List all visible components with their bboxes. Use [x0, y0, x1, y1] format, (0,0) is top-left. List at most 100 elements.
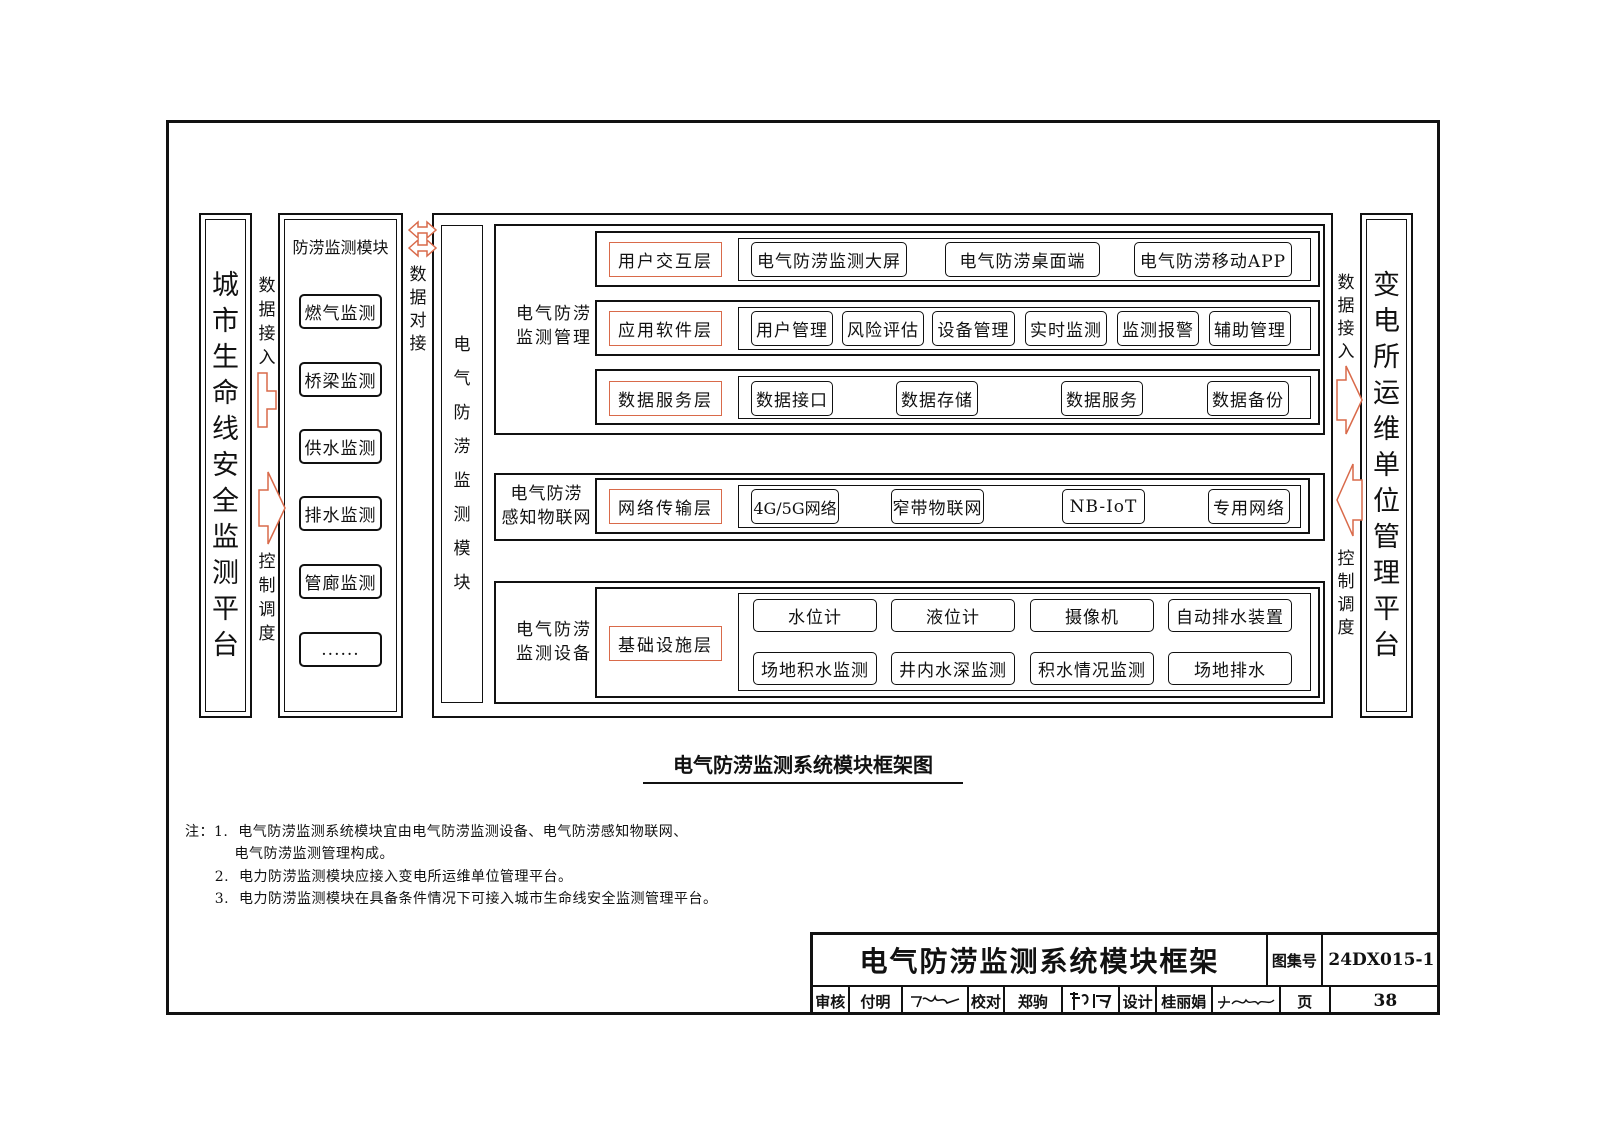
vertical-char: 据: [258, 299, 276, 320]
layer-data-service: 数据服务层: [609, 381, 722, 416]
left-arrow-left-icon: [1336, 463, 1363, 537]
vertical-char: 气: [453, 368, 471, 389]
vertical-char: 度: [258, 623, 276, 644]
vertical-char: 位: [1373, 486, 1400, 517]
reviewer-name: 付明: [850, 987, 904, 1015]
layer-item: 摄像机: [1030, 599, 1154, 632]
left-platform-label: 城市生命线安全监测平台: [205, 219, 246, 712]
page-label: 页: [1281, 987, 1331, 1015]
layer-row-user: [595, 231, 1320, 287]
vertical-char: 全: [212, 486, 239, 517]
signature-mark: [1217, 995, 1275, 1009]
layer-item: 设备管理: [932, 311, 1015, 346]
vertical-char: 电: [1373, 306, 1400, 337]
vertical-char: 运: [1373, 378, 1400, 409]
double-arrow-icon: [407, 220, 438, 240]
vertical-char: 数: [409, 265, 427, 285]
layer-item: 监测报警: [1117, 311, 1199, 346]
layer-row-infra: [595, 587, 1320, 698]
layer-item: 数据服务: [1061, 381, 1143, 416]
vertical-char: 管: [1373, 522, 1400, 553]
layer-item: 电气防涝监测大屏: [751, 242, 907, 277]
right-arrow-right-icon: [258, 471, 286, 545]
atlas-label: 图集号: [1268, 935, 1323, 985]
vertical-char: 单: [1373, 450, 1400, 481]
page-number: 38: [1373, 991, 1398, 1011]
management-label: 电气防涝 监测管理: [516, 304, 592, 348]
vertical-char: 模: [453, 538, 471, 559]
vertical-char: 线: [212, 414, 239, 445]
layer-item: 数据接口: [751, 381, 833, 416]
vertical-char: 涝: [453, 436, 471, 457]
right-control-label: 控制调度: [1335, 546, 1357, 642]
layer-item: 4G/5G网络: [751, 489, 839, 524]
layer-items-container: [738, 485, 1301, 528]
vertical-char: 对: [409, 311, 427, 331]
atlas-number: 24DX015-1: [1328, 950, 1435, 970]
layer-item: 场地积水监测: [753, 652, 877, 685]
note-line: 2. 电力防涝监测模块应接入变电所运维单位管理平台。: [185, 869, 573, 885]
drawing-frame: [166, 120, 1440, 1015]
layer-item: 自动排水装置: [1168, 599, 1292, 632]
note-line: 电气防涝监测管理构成。: [185, 846, 395, 862]
reviewer-signature: [903, 987, 969, 1015]
layer-item: 用户管理: [751, 311, 833, 346]
main-module-label: 电气防涝监测模块: [441, 225, 483, 703]
signature-mark: [1069, 992, 1111, 1010]
layer-user-interaction: 用户交互层: [609, 242, 722, 277]
layer-item: 风险评估: [842, 311, 924, 346]
vertical-char: 控: [1337, 549, 1355, 569]
vertical-char: 平: [1373, 594, 1400, 625]
diagram-caption: 电气防涝监测系统模块框架图: [643, 749, 963, 784]
vertical-char: 调: [258, 599, 276, 620]
vertical-char: 变: [1373, 270, 1400, 301]
vertical-char: 入: [258, 347, 276, 368]
check-label: 校对: [969, 987, 1006, 1015]
module-panel-inner: [284, 219, 397, 712]
iot-section: [494, 473, 1325, 541]
right-platform-inner: [1366, 219, 1407, 712]
vertical-char: 块: [453, 572, 471, 593]
vertical-char: 安: [212, 450, 239, 481]
layer-items-container: [738, 307, 1311, 350]
vertical-char: 命: [212, 378, 239, 409]
layer-app-software: 应用软件层: [609, 311, 722, 346]
designer-name: 桂丽娟: [1157, 987, 1213, 1015]
vertical-char: 理: [1373, 558, 1400, 589]
note-line: 注：1. 电气防涝监测系统模块宜由电气防涝监测设备、电气防涝感知物联网、: [185, 824, 688, 840]
checker-signature: [1063, 987, 1121, 1015]
layer-row-network: [595, 478, 1310, 534]
layer-item: NB-IoT: [1062, 489, 1145, 524]
vertical-char: 台: [212, 630, 239, 661]
docking-label: 数据对接: [407, 264, 429, 356]
layer-item: 电气防涝移动APP: [1134, 242, 1292, 277]
layer-item: 数据存储: [896, 381, 978, 416]
layer-item: 实时监测: [1025, 311, 1107, 346]
iot-label: 电气防涝 感知物联网: [501, 484, 592, 528]
design-label: 设计: [1120, 987, 1157, 1015]
layer-item: 辅助管理: [1209, 311, 1291, 346]
vertical-char: 监: [212, 522, 239, 553]
vertical-char: 制: [258, 575, 276, 596]
vertical-char: 市: [212, 306, 239, 337]
layer-item: 场地排水: [1168, 652, 1292, 685]
layer-item: 电气防涝桌面端: [945, 242, 1100, 277]
layer-item: 窄带物联网: [891, 489, 984, 524]
layer-network-transport: 网络传输层: [609, 489, 722, 524]
layer-items-container: [738, 593, 1311, 691]
right-platform-box: [1360, 213, 1413, 718]
designer-signature: [1213, 987, 1281, 1015]
vertical-char: 控: [258, 551, 276, 572]
layer-infrastructure: 基础设施层: [609, 626, 722, 661]
layer-items-container: [738, 238, 1311, 281]
module-item: 管廊监测: [299, 564, 382, 599]
vertical-char: 据: [409, 288, 427, 308]
right-platform-label: 变电所运维单位管理平台: [1366, 219, 1407, 712]
vertical-char: 接: [1337, 319, 1355, 339]
layer-item: 水位计: [753, 599, 877, 632]
vertical-char: 防: [453, 402, 471, 423]
module-item: ......: [299, 632, 382, 667]
right-arrow-right-icon: [1336, 365, 1363, 435]
module-panel-outer: [278, 213, 403, 718]
